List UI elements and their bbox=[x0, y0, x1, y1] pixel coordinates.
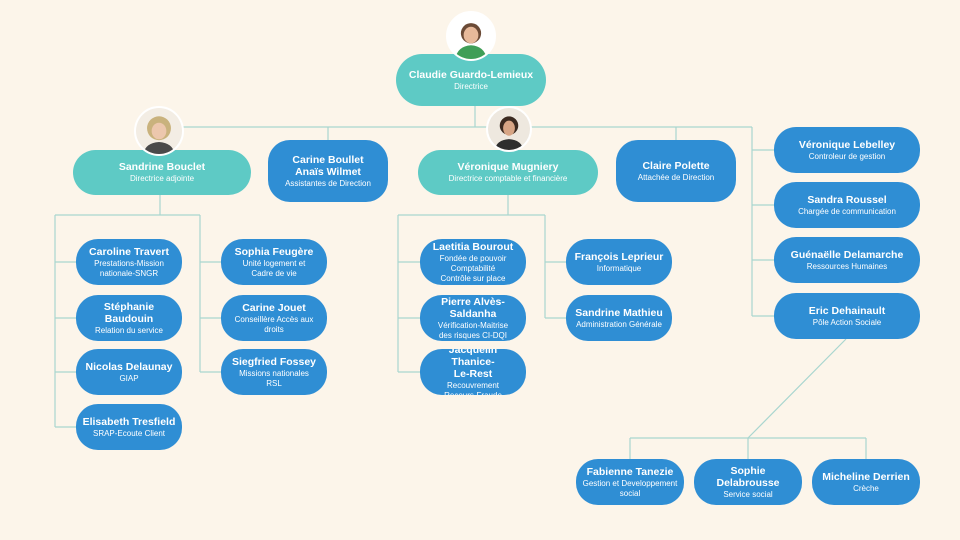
member-name: Guénaëlle Delamarche bbox=[790, 248, 904, 261]
member-role: Gestion et Developpement social bbox=[582, 478, 678, 498]
deputy-role: Directrice adjointe bbox=[129, 174, 195, 183]
deputy-team-member: Nicolas Delaunay GIAP bbox=[76, 349, 182, 395]
staff-member: Guénaëlle Delamarche Ressources Humaines bbox=[774, 237, 920, 283]
deputy-team-member: Elisabeth Tresfield SRAP-Ecoute Client bbox=[76, 404, 182, 450]
attache-name: Claire Polette bbox=[642, 159, 710, 172]
director-role: Directrice bbox=[454, 81, 488, 91]
member-name: Sandra Roussel bbox=[807, 193, 887, 206]
deputy-team-member: Stéphanie Baudouin Relation du service bbox=[76, 295, 182, 341]
director-name: Claudie Guardo-Lemieux bbox=[408, 68, 534, 81]
member-role: Pôle Action Sociale bbox=[812, 317, 882, 327]
member-name: Stéphanie Baudouin bbox=[103, 300, 155, 325]
member-role: SRAP-Ecoute Client bbox=[92, 428, 166, 438]
member-name: Nicolas Delaunay bbox=[85, 360, 173, 373]
director-node: Claudie Guardo-Lemieux Directrice bbox=[396, 54, 546, 106]
deputy-team-member: Caroline Travert Prestations-Mission nat… bbox=[76, 239, 182, 285]
member-role: Administration Générale bbox=[576, 319, 662, 329]
member-name: Sophia Feugère bbox=[234, 245, 314, 258]
finance-name: Véronique Mugniery bbox=[457, 161, 559, 173]
member-role: GIAP bbox=[119, 373, 139, 383]
member-name: Fabienne Tanezie bbox=[586, 465, 674, 478]
social-team-member: Micheline Derrien Crèche bbox=[812, 459, 920, 505]
assistants-name: Carine Boullet Anaïs Wilmet bbox=[292, 153, 364, 178]
member-name: Micheline Derrien bbox=[822, 470, 910, 483]
member-name: Sandrine Mathieu bbox=[575, 306, 663, 319]
member-role: Chargée de communication bbox=[798, 206, 896, 216]
member-role: Conseillère Accès aux droits bbox=[234, 314, 314, 334]
member-name: Carine Jouet bbox=[242, 301, 306, 314]
member-name: Laetitia Bourout bbox=[432, 240, 514, 253]
deputy-name: Sandrine Bouclet bbox=[118, 161, 206, 173]
member-role: Prestations-Mission nationale-SNGR bbox=[94, 258, 164, 278]
member-name: Siegfried Fossey bbox=[231, 355, 317, 368]
member-name: Jacquelin Thanice- Le-Rest bbox=[448, 349, 498, 380]
assistants-node: Carine Boullet Anaïs Wilmet Assistantes … bbox=[268, 140, 388, 202]
member-role: Missions nationales RSL bbox=[239, 368, 309, 388]
social-team-member: Fabienne Tanezie Gestion et Developpemen… bbox=[576, 459, 684, 505]
member-role: Vérification-Maitrise des risques CI-DQI bbox=[437, 320, 509, 340]
member-name: Véronique Lebelley bbox=[798, 138, 896, 151]
member-role: Ressources Humaines bbox=[806, 261, 888, 271]
member-name: Sophie Delabrousse bbox=[716, 464, 780, 489]
member-name: François Leprieur bbox=[574, 250, 664, 263]
member-name: Pierre Alvès-Saldanha bbox=[441, 295, 505, 320]
staff-member: Véronique Lebelley Controleur de gestion bbox=[774, 127, 920, 173]
member-role: Controleur de gestion bbox=[808, 151, 886, 161]
director-photo-icon bbox=[446, 11, 496, 61]
deputy-team-member: Carine Jouet Conseillère Accès aux droit… bbox=[221, 295, 327, 341]
member-role: Crèche bbox=[853, 483, 879, 493]
member-role: Relation du service bbox=[94, 325, 164, 335]
assistants-role: Assistantes de Direction bbox=[285, 178, 371, 188]
staff-member: Sandra Roussel Chargée de communication bbox=[774, 182, 920, 228]
member-role: Unité logement et Cadre de vie bbox=[242, 258, 306, 278]
member-role: Service social bbox=[723, 489, 773, 499]
social-team-member: Sophie Delabrousse Service social bbox=[694, 459, 802, 505]
attache-role: Attachée de Direction bbox=[637, 172, 715, 182]
deputy-node: Sandrine Bouclet Directrice adjointe bbox=[73, 150, 251, 195]
finance-team-member: Laetitia Bourout Fondée de pouvoir Compt… bbox=[420, 239, 526, 285]
deputy-photo-icon bbox=[134, 106, 184, 156]
social-pole-head: Eric Dehainault Pôle Action Sociale bbox=[774, 293, 920, 339]
finance-team-member: Jacquelin Thanice- Le-Rest Recouvrement … bbox=[420, 349, 526, 395]
member-role: Informatique bbox=[596, 263, 642, 273]
deputy-team-member: Sophia Feugère Unité logement et Cadre d… bbox=[221, 239, 327, 285]
member-role: Recouvrement Recours-Fraude bbox=[444, 380, 502, 396]
finance-team-member: Sandrine Mathieu Administration Générale bbox=[566, 295, 672, 341]
finance-team-member: Pierre Alvès-Saldanha Vérification-Maitr… bbox=[420, 295, 526, 341]
attache-node: Claire Polette Attachée de Direction bbox=[616, 140, 736, 202]
member-name: Eric Dehainault bbox=[808, 304, 886, 317]
finance-role: Directrice comptable et financière bbox=[448, 174, 568, 183]
member-role: Fondée de pouvoir Comptabilité Contrôle … bbox=[439, 253, 507, 283]
member-name: Caroline Travert bbox=[89, 245, 169, 258]
member-name: Elisabeth Tresfield bbox=[82, 415, 176, 428]
finance-photo-icon bbox=[486, 106, 532, 152]
deputy-team-member: Siegfried Fossey Missions nationales RSL bbox=[221, 349, 327, 395]
finance-node: Véronique Mugniery Directrice comptable … bbox=[418, 150, 598, 195]
finance-team-member: François Leprieur Informatique bbox=[566, 239, 672, 285]
